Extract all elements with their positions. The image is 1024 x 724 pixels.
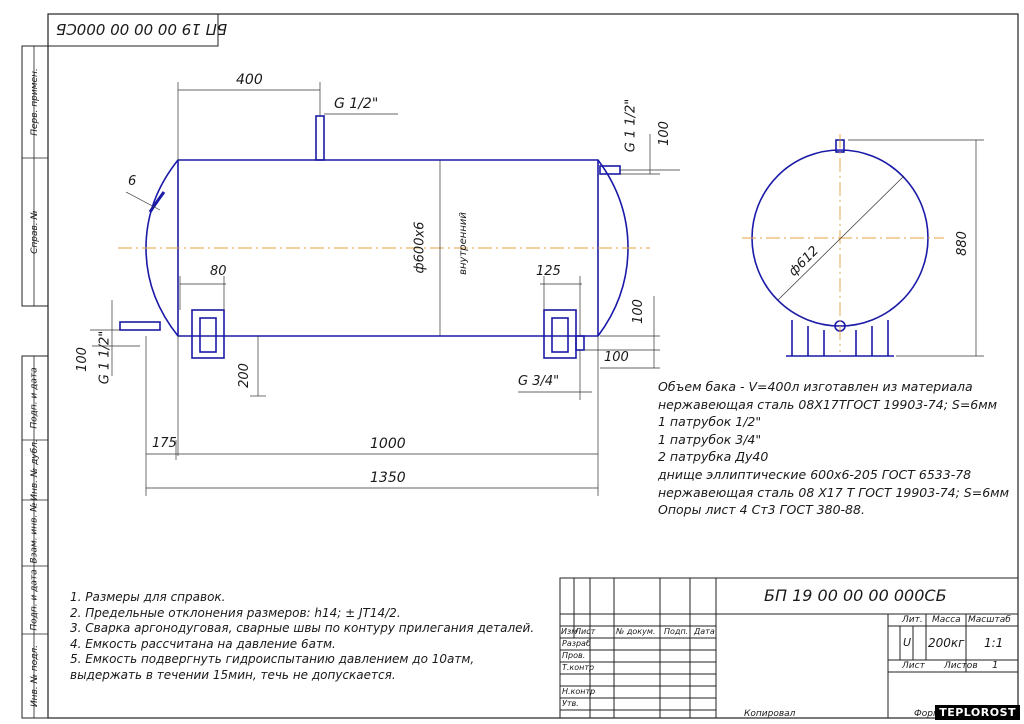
side-label-podp-data-1: Подп. и дата	[30, 367, 40, 429]
dim-100-left: 100	[74, 347, 90, 372]
dim-100-right-mid: 100	[630, 299, 646, 324]
tb-col-doc: № докум.	[616, 627, 656, 636]
tb-nkontr: Н.контр	[562, 687, 596, 696]
dim-g12-top: G 1/2"	[334, 96, 379, 112]
tb-prov: Пров.	[562, 651, 586, 660]
spec-line: 1 патрубок 3/4"	[658, 431, 762, 447]
tb-col-izm: Изм	[561, 627, 578, 636]
dim-125: 125	[536, 264, 561, 279]
side-label-perv-primen: Перв. примен.	[30, 68, 40, 136]
side-label-vzam-inv: Взам. инв. №	[30, 502, 41, 564]
dim-880: 880	[954, 231, 970, 256]
dim-1350: 1350	[370, 470, 406, 486]
title-designation: БП 19 00 00 00 000СБ	[764, 586, 947, 605]
dim-6: 6	[128, 174, 137, 189]
tb-lit-value: U	[903, 636, 912, 649]
tb-mass-value: 200кг	[928, 636, 965, 650]
tech-line: 5. Емкость подвергнуть гидроиспытанию да…	[70, 652, 475, 667]
tb-col-podp: Подп.	[664, 627, 689, 636]
dim-200: 200	[236, 363, 252, 388]
spec-line: нержавеющая сталь 08Х17ТГОСТ 19903-74; S…	[658, 396, 998, 412]
tech-line: выдержать в течении 15мин, течь не допус…	[70, 667, 396, 682]
tb-scale-value: 1:1	[984, 636, 1004, 650]
tech-notes: 1. Размеры для справок. 2. Предельные от…	[70, 590, 534, 684]
spec-line: днище эллиптические 600х6-205 ГОСТ 6533-…	[658, 466, 972, 482]
dim-g112-right: G 1 1/2"	[623, 98, 639, 153]
stamp-code-text: БП 19 00 00 00 000СБ	[56, 20, 228, 38]
spec-line: Объем бака - V=400л изготавлен из матери…	[658, 379, 973, 394]
dimension-lines	[90, 82, 680, 496]
tech-line: 3. Сварка аргонодуговая, сварные швы по …	[70, 621, 535, 636]
side-column-upper	[21, 45, 49, 307]
tb-masshtab: Масштаб	[968, 615, 1011, 625]
tb-sheet-label: Лист	[902, 661, 925, 671]
dim-inner-label: внутренний	[457, 212, 469, 275]
dim-g112-left: G 1 1/2"	[97, 330, 113, 385]
watermark-logo: TEPLOROST	[935, 705, 1020, 720]
spec-line: нержавеющая сталь 08 Х17 Т ГОСТ 19903-74…	[658, 484, 1010, 500]
side-label-inv-podl: Инв. № подл.	[30, 644, 40, 708]
spec-line: 1 патрубок 1/2"	[658, 414, 762, 430]
spec-line: 2 патрубка Ду40	[658, 449, 769, 465]
dim-g34: G 3/4"	[518, 374, 560, 389]
tech-line: 4. Емкость рассчитана на давление 6атм.	[70, 636, 336, 651]
tb-kopiroval: Копировал	[744, 709, 796, 719]
spec-notes: Объем бака - V=400л изготавлен из матери…	[658, 378, 1009, 519]
dim-100-right-top: 100	[656, 121, 672, 146]
spec-line: Опоры лист 4 Ст3 ГОСТ 380-88.	[658, 502, 865, 518]
tb-col-list: Лист	[575, 627, 596, 636]
tb-sheets-value: 1	[992, 660, 999, 671]
tech-line: 2. Предельные отклонения размеров: h14; …	[70, 605, 401, 620]
dim-80: 80	[210, 264, 227, 279]
side-label-inv-dubl: Инв. № дубл.	[30, 439, 41, 501]
tb-lit: Лит.	[902, 615, 923, 625]
tb-col-data: Дата	[694, 627, 715, 636]
dim-100-right-low: 100	[604, 350, 629, 365]
tb-tkontr: Т.контр	[562, 663, 595, 672]
dim-175: 175	[152, 436, 177, 451]
dim-1000: 1000	[370, 436, 406, 452]
title-block-lines	[559, 577, 1019, 719]
tb-massa: Масса	[932, 615, 961, 625]
dim-400: 400	[236, 72, 263, 88]
tb-sheets-label: Листов	[944, 661, 978, 671]
tb-format: Формат	[914, 709, 951, 719]
tank-side-view	[119, 115, 629, 359]
side-column-lower	[21, 355, 49, 719]
tech-line: 1. Размеры для справок.	[70, 590, 226, 604]
side-label-podp-data-2: Подп. и дата	[30, 569, 40, 631]
stamp-code: БП 19 00 00 00 000СБ	[22, 14, 227, 46]
tb-utv: Утв.	[562, 699, 579, 708]
tb-razrab: Разраб	[562, 639, 591, 648]
dim-dia600: ф600х6	[412, 221, 428, 274]
side-label-sprav: Справ. №	[30, 210, 41, 254]
